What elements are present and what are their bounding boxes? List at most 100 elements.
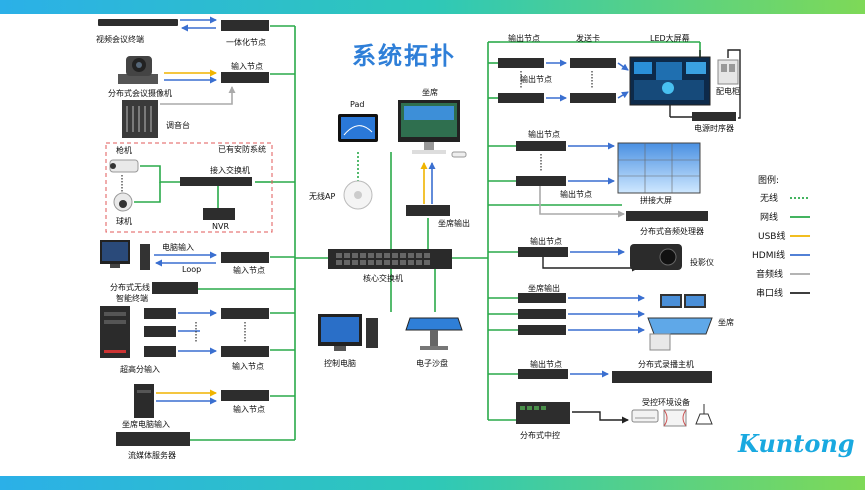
label-input-node-4: 输入节点 xyxy=(233,404,265,414)
label-input-node-1: 输入节点 xyxy=(231,61,263,71)
streaming-server-device xyxy=(116,432,190,446)
label-access-switch: 接入交换机 xyxy=(210,165,250,175)
label-security-existing: 已有安防系统 xyxy=(218,144,266,154)
label-power-sequencer: 电源时序器 xyxy=(694,123,734,133)
tablet-icon xyxy=(338,114,378,142)
label-seat-pc-input: 坐席电脑输入 xyxy=(122,419,170,429)
video-terminal-device xyxy=(98,19,178,26)
curtain-icon xyxy=(663,409,687,427)
seat-output-node-2 xyxy=(518,309,566,319)
label-seat-output-right: 坐席输出 xyxy=(528,283,560,293)
legend-label-1: 网线 xyxy=(760,211,778,223)
label-loop: Loop xyxy=(182,265,201,274)
pc-monitor-icon xyxy=(100,240,150,270)
label-control-pc: 控制电脑 xyxy=(324,358,356,368)
label-input-node-2: 输入节点 xyxy=(233,265,265,275)
label-power-cabinet: 配电柜 xyxy=(716,86,740,96)
label-sandbox: 电子沙盘 xyxy=(416,358,448,368)
mixer-icon xyxy=(122,100,158,138)
camera-icon xyxy=(118,56,158,84)
legend-label-3: HDMI线 xyxy=(752,249,785,261)
top-banner xyxy=(0,0,865,14)
label-output-node-proj: 输出节点 xyxy=(530,236,562,246)
label-smart-terminal: 智能终端 xyxy=(116,293,148,303)
sender-card-2 xyxy=(570,93,616,103)
label-sender-card: 发送卡 xyxy=(576,33,600,43)
output-node-led-2 xyxy=(498,93,544,103)
label-output-node-mid: 输出节点 xyxy=(520,74,552,84)
output-node-splice-1 xyxy=(516,141,566,151)
integrated-node-device xyxy=(221,20,269,31)
splice-screen-icon xyxy=(617,142,701,194)
hd-source-3 xyxy=(144,346,176,357)
kuntong-logo: Kuntong xyxy=(737,429,855,458)
access-switch-device xyxy=(180,177,252,186)
label-central-control: 分布式中控 xyxy=(520,430,560,440)
label-led-screen: LED大屏幕 xyxy=(650,33,690,43)
power-sequencer-device xyxy=(692,112,736,121)
label-seat-right: 坐席 xyxy=(718,317,734,327)
label-env-devices: 受控环境设备 xyxy=(642,397,690,407)
label-pad: Pad xyxy=(350,100,364,109)
label-pc-input: 电脑输入 xyxy=(162,242,194,252)
seat-output-node xyxy=(406,205,450,216)
output-node-splice-2 xyxy=(516,176,566,186)
label-audio-processor: 分布式音频处理器 xyxy=(640,226,704,236)
label-splice-screen: 拼接大屏 xyxy=(640,195,672,205)
dome-camera-icon xyxy=(113,192,133,212)
label-mixer: 调音台 xyxy=(166,120,190,130)
seat-pc-icon xyxy=(134,384,154,418)
label-hd-input: 超高分输入 xyxy=(120,364,160,374)
output-node-projector xyxy=(518,247,568,257)
power-cabinet-icon xyxy=(717,59,739,85)
seat-output-node-3 xyxy=(518,325,566,335)
label-dist-wireless: 分布式无线 xyxy=(110,282,150,292)
input-node-device-3 xyxy=(221,308,269,319)
label-wireless-ap: 无线AP xyxy=(309,191,335,201)
smart-terminal-device xyxy=(152,282,198,294)
label-output-node-splice-2: 输出节点 xyxy=(560,189,592,199)
sandbox-icon xyxy=(405,317,463,350)
label-input-node-3: 输入节点 xyxy=(232,361,264,371)
input-node-device-4 xyxy=(221,346,269,357)
network-lines xyxy=(190,25,701,441)
input-node-device-2 xyxy=(221,252,269,263)
legend-label-2: USB线 xyxy=(758,230,785,242)
label-seat-top: 坐席 xyxy=(422,87,438,97)
audio-processor-device xyxy=(626,211,708,221)
legend-label-4: 音频线 xyxy=(756,268,783,280)
legend-title: 图例: xyxy=(758,174,779,186)
output-node-led-1 xyxy=(498,58,544,68)
central-control-device xyxy=(516,402,570,424)
label-output-node-splice: 输出节点 xyxy=(528,129,560,139)
label-dome-cam: 球机 xyxy=(116,216,132,226)
nvr-device xyxy=(203,208,235,220)
wireless-ap-icon xyxy=(343,180,373,210)
input-node-device-1 xyxy=(221,72,269,83)
control-pc-icon xyxy=(318,314,378,351)
led-screen-icon xyxy=(629,56,711,106)
label-seat-output: 坐席输出 xyxy=(438,218,470,228)
seat-monitor-icon xyxy=(398,100,467,158)
console-desk-icon xyxy=(647,294,713,351)
label-nvr: NVR xyxy=(212,222,229,231)
legend-label-0: 无线 xyxy=(760,192,778,204)
projector-icon xyxy=(630,244,682,270)
air-conditioner-icon xyxy=(631,409,659,423)
gun-camera-icon xyxy=(109,159,139,173)
bottom-banner xyxy=(0,476,865,490)
label-projector: 投影仪 xyxy=(690,257,714,267)
recording-host-device xyxy=(612,371,712,383)
label-streaming-server: 流媒体服务器 xyxy=(128,450,176,460)
security-system-box xyxy=(105,142,273,233)
label-recording-host: 分布式录播主机 xyxy=(638,359,694,369)
label-gun-cam: 枪机 xyxy=(116,145,132,155)
legend: 图例: 无线 网线 USB线 HDMI线 音频线 串口线 xyxy=(752,174,810,299)
label-dist-camera: 分布式会议摄像机 xyxy=(108,88,172,98)
hd-source-2 xyxy=(144,326,176,337)
page-title: 系统拓扑 xyxy=(352,42,456,70)
label-output-node-top: 输出节点 xyxy=(508,33,540,43)
legend-label-5: 串口线 xyxy=(756,287,783,299)
